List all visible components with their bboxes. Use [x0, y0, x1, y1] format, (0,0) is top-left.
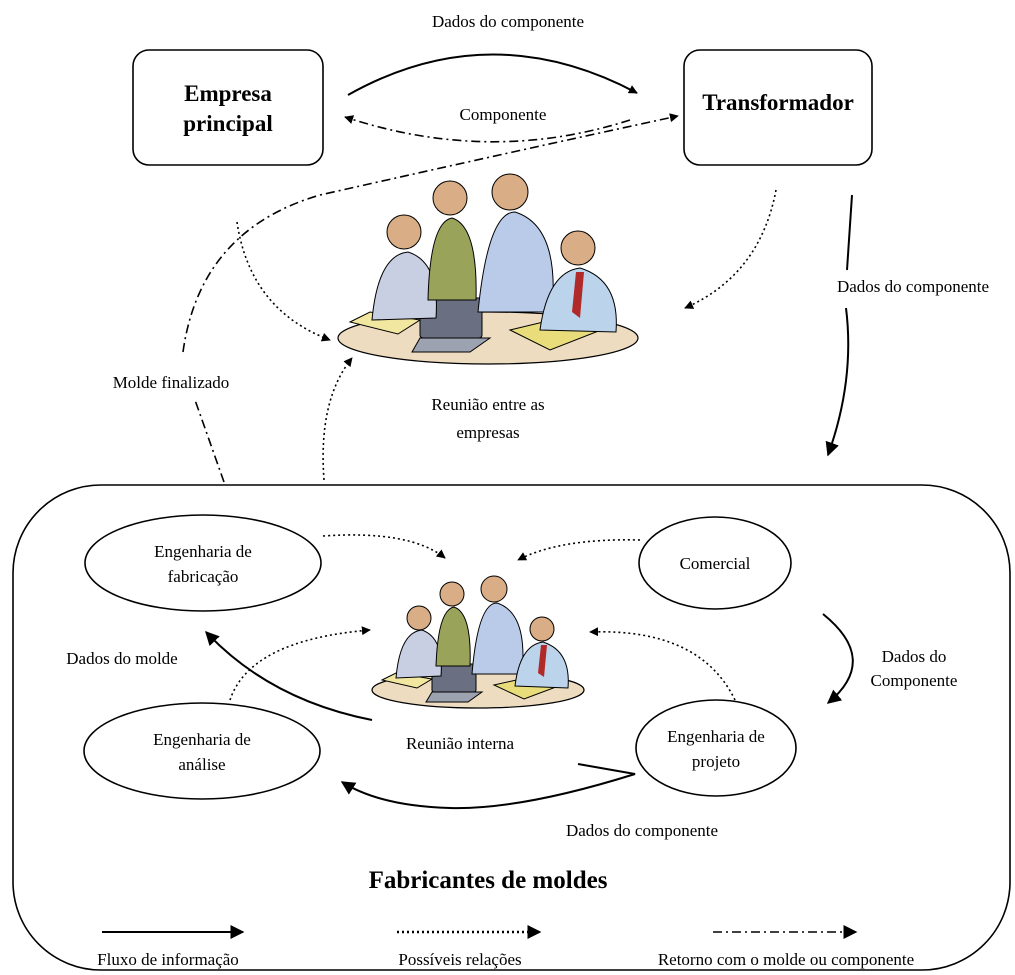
- legend-dashdot-label: Retorno com o molde ou componente: [658, 950, 914, 969]
- container-fabricantes: [12, 484, 1011, 971]
- edge-label-dados-componente-line2: Componente: [871, 671, 958, 690]
- node-engenharia-fabricacao: Engenharia de fabricação: [84, 514, 322, 612]
- edge-molde-finalizado: [182, 116, 678, 483]
- meeting-illustration-external: [337, 173, 639, 365]
- node-fabricacao-line2: fabricação: [168, 567, 239, 586]
- legend-dotted-label: Possíveis relações: [398, 950, 521, 969]
- node-projeto-line2: projeto: [692, 752, 740, 771]
- edge-comercial-to-projeto: [822, 613, 854, 704]
- edge-projeto-to-analise: [340, 763, 636, 810]
- node-comercial-label: Comercial: [680, 554, 751, 573]
- edge-fabricacao-to-internal: [322, 534, 446, 559]
- node-projeto-line1: Engenharia de: [667, 727, 765, 746]
- edge-empresa-to-meeting: [236, 221, 331, 342]
- node-analise-line2: análise: [178, 755, 225, 774]
- node-transformador: Transformador: [683, 49, 873, 166]
- edge-label-right-dados: Dados do componente: [837, 277, 989, 296]
- edge-analise-to-internal: [229, 626, 371, 701]
- edge-label-bottom-dados: Dados do componente: [566, 821, 718, 840]
- edge-label-dados-componente-line1: Dados do: [882, 647, 947, 666]
- legend: Fluxo de informação Possíveis relações R…: [97, 925, 914, 969]
- node-empresa-line2: principal: [183, 111, 272, 136]
- node-fabricacao-line1: Engenharia de: [154, 542, 252, 561]
- node-analise-line1: Engenharia de: [153, 730, 251, 749]
- node-empresa-line1: Empresa: [184, 81, 272, 106]
- edge-transformador-to-meeting: [684, 189, 777, 309]
- edge-comercial-to-internal: [517, 539, 641, 561]
- caption-reuniao-interna: Reunião interna: [406, 734, 515, 753]
- container-title: Fabricantes de moldes: [369, 867, 608, 894]
- node-engenharia-analise: Engenharia de análise: [83, 702, 321, 800]
- node-empresa-principal: Empresa principal: [132, 49, 324, 166]
- caption-reuniao-empresas-line1: Reunião entre as: [431, 395, 544, 414]
- edge-projeto-to-internal: [589, 627, 736, 701]
- edge-componente-return: [344, 115, 631, 143]
- edge-label-molde-finalizado: Molde finalizado: [113, 373, 230, 392]
- caption-reuniao-empresas-line2: empresas: [456, 423, 519, 442]
- edge-internal-to-fabricacao: [205, 630, 373, 721]
- meeting-illustration-internal: [371, 575, 585, 709]
- node-engenharia-projeto: Engenharia de projeto: [635, 699, 797, 797]
- edge-fabricantes-to-meeting: [322, 357, 353, 481]
- node-comercial: Comercial: [638, 516, 792, 610]
- edge-transformador-to-fabricantes: [828, 194, 853, 455]
- legend-solid-label: Fluxo de informação: [97, 950, 239, 969]
- edge-empresa-to-transformador: [347, 53, 638, 96]
- edge-label-dados-molde: Dados do molde: [66, 649, 177, 668]
- edge-label-componente: Componente: [460, 105, 547, 124]
- node-transformador-label: Transformador: [702, 90, 854, 115]
- edge-label-top-dados: Dados do componente: [432, 12, 584, 31]
